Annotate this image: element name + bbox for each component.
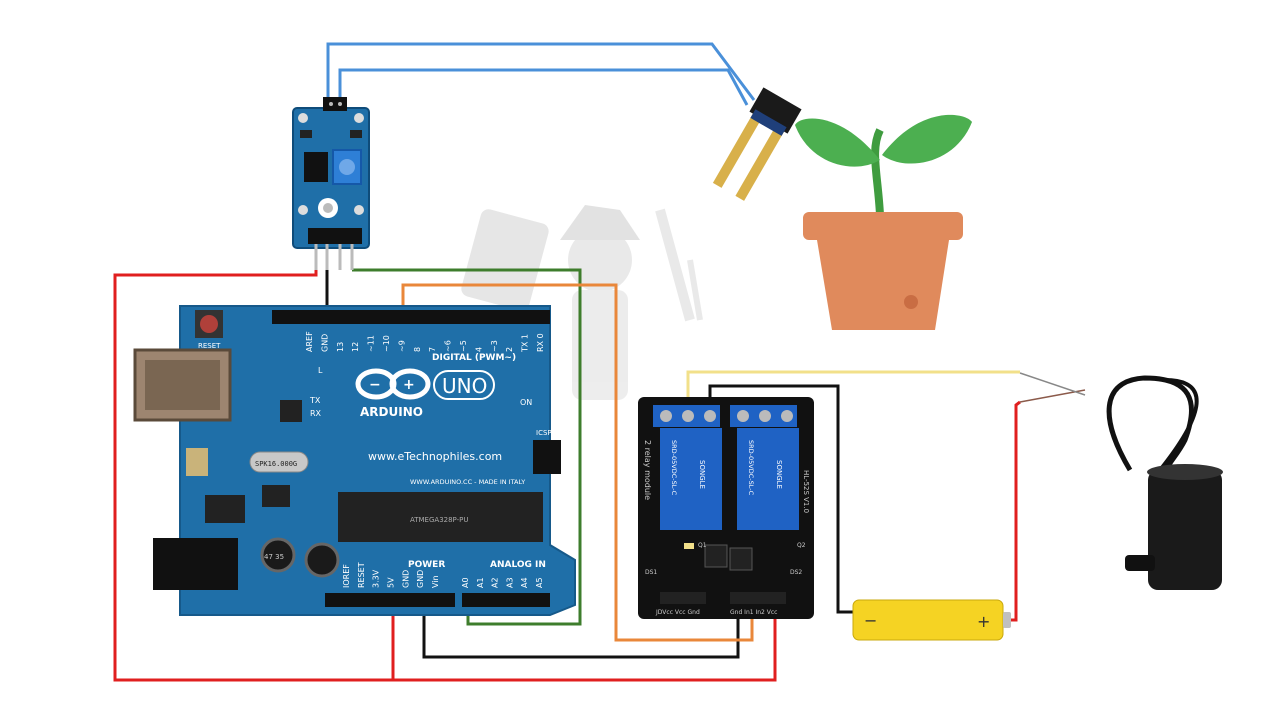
website-label: www.eTechnophiles.com [368,450,502,463]
sensor-module [292,97,370,270]
svg-text:+: + [403,377,415,393]
wire-ground-black [325,270,858,659]
battery-plus: + [977,612,990,631]
analog-label: ANALOG IN [490,560,546,570]
ds2-label: DS2 [790,569,802,576]
relay-1-brand: SONGLE [698,460,706,489]
analog-pin-label: A4 [520,577,529,588]
digital-pin-label: 8 [413,347,422,352]
digital-pin-label: ~11 [367,335,376,352]
water-pump [1106,375,1223,590]
capacitor-label: 47 35 [264,553,284,561]
digital-pin-label: RX 0 [536,333,545,352]
relay-header-right: Gnd In1 In2 Vcc [730,609,777,616]
relay-2-brand: SONGLE [775,460,783,489]
relay-2-text: SRD-05VDC-SL-C [747,440,755,496]
chip-label: ATMEGA328P-PU [410,516,469,524]
digital-pin-label: ~9 [397,340,406,352]
ds1-label: DS1 [645,569,657,576]
power-pin-label: RESET [357,562,366,588]
analog-pin-label: A1 [476,577,485,588]
power-pin-label: IOREF [342,564,351,588]
digital-pin-label: TX 1 [521,334,530,353]
digital-pin-label: GND [320,334,329,352]
relay-header-left: JDVcc Vcc Gnd [655,609,700,616]
relay-module: SRD-05VDC-SL-C SONGLE SRD-05VDC-SL-C SON… [638,397,814,619]
power-pin-label: GND [401,570,410,588]
analog-pin-label: A5 [535,577,544,588]
battery: − + [852,599,1011,641]
arduino-logo-icon: − + [355,368,431,400]
power-pin-labels: IOREF RESET 3.3V 5V GND GND Vin [342,562,440,588]
rx-label: RX [310,409,322,418]
digital-header [272,310,550,324]
made-in-label: WWW.ARDUINO.CC - MADE IN ITALY [410,478,525,486]
relay-1 [660,428,722,530]
tx-label: TX [309,396,321,405]
power-pin-label: Vin [431,575,440,588]
wire-control-orange [401,283,754,642]
wire-power-red [113,270,1021,682]
arduino-brand: ARDUINO [360,405,423,419]
reset-label: RESET [198,342,221,350]
crystal-label: SPK16.000G [255,460,297,468]
digital-pin-label: 13 [336,342,345,352]
digital-pin-label: 4 [474,347,483,352]
analog-pin-label: A0 [461,577,470,588]
plant-pot-icon [795,114,972,330]
power-header [325,593,455,607]
digital-pin-label: ~3 [490,340,499,352]
digital-pin-label: ~10 [382,335,391,352]
relay-module-title: 2 relay module [643,440,652,500]
power-pin-label: 5V [387,577,396,588]
q1-label: Q1 [698,542,707,549]
arduino-board: RESET ICSP − + ARDUINO UNO DIGITAL (PWM~… [133,305,576,616]
digital-pin-label: 7 [428,347,437,352]
icsp-label: ICSP [536,429,552,437]
analog-pin-label: A2 [491,577,500,588]
digital-pin-labels: AREF GND 13 12 ~11 ~10 ~9 8 7 ~6 ~5 4 ~3 2 TX 1 RX 0 [305,331,545,353]
analog-pin-labels: A0 A1 A2 A3 A4 A5 [461,577,544,588]
digital-pin-label: ~5 [459,340,468,352]
digital-pin-label: AREF [305,331,314,352]
relay-module-model: HL-52S V1.0 [802,470,810,513]
wire-pump-thin-2 [1019,372,1086,396]
on-label: ON [520,398,532,407]
digital-pin-label: 2 [505,347,514,352]
analog-pin-label: A3 [505,577,514,588]
soil-probe [712,87,802,201]
svg-text:−: − [369,377,381,393]
digital-label: DIGITAL (PWM~) [432,353,516,363]
arduino-model: UNO [442,374,487,398]
q2-label: Q2 [797,542,806,549]
analog-header [462,593,550,607]
relay-2 [737,428,799,530]
power-pin-label: 3.3V [372,569,381,588]
power-pin-label: GND [416,570,425,588]
wire-sensor-to-probe [326,42,756,106]
battery-minus: − [864,611,877,630]
microcontroller-chip [338,492,543,542]
power-label: POWER [408,560,445,570]
digital-pin-label: 12 [351,342,360,352]
relay-1-text: SRD-05VDC-SL-C [670,440,678,496]
l-label: L [318,366,323,375]
digital-pin-label: ~6 [444,340,453,352]
